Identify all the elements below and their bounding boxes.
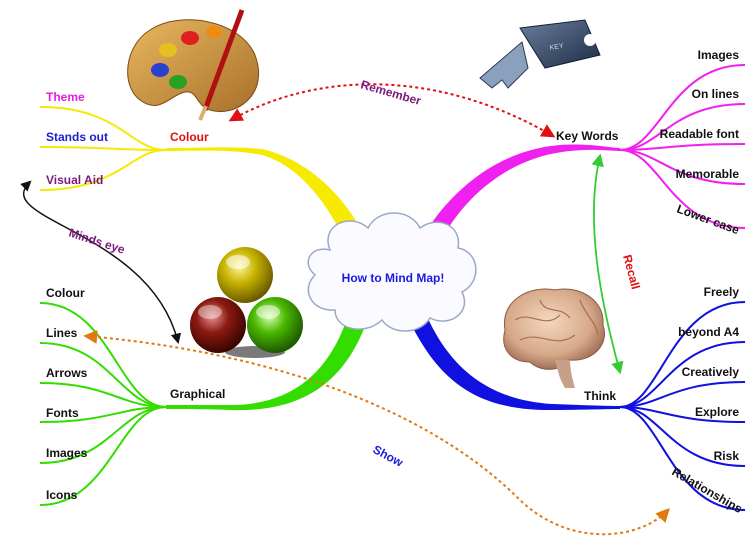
leaf-on-lines: On lines — [692, 87, 740, 101]
center-cloud — [307, 212, 477, 332]
leaf-theme: Theme — [46, 90, 85, 104]
branch-colour-label: Colour — [170, 130, 209, 144]
paint-palette-icon — [127, 9, 260, 121]
leaf-icons: Icons — [46, 488, 78, 502]
leaf-stands-out: Stands out — [46, 130, 108, 144]
connector-show-label: Show — [371, 442, 406, 470]
leaf-lower-case: Lower case — [675, 202, 742, 238]
leaf-risk: Risk — [714, 449, 740, 463]
branch-think-label: Think — [584, 389, 616, 403]
leaf-arrows: Arrows — [46, 366, 88, 380]
brain-icon — [503, 288, 605, 388]
leaf-explore: Explore — [695, 405, 739, 419]
spheres-icon — [190, 247, 303, 358]
leaf-lines: Lines — [46, 326, 78, 340]
leaf-colour-gr: Colour — [46, 286, 85, 300]
leaf-fonts: Fonts — [46, 406, 79, 420]
key-tag-text: KEY — [549, 43, 564, 52]
branch-keywords-label: Key Words — [556, 129, 619, 143]
key-icon: KEY — [479, 19, 601, 89]
leaf-images-gr: Images — [46, 446, 88, 460]
branch-graphical-label: Graphical — [170, 387, 225, 401]
leaf-memorable: Memorable — [676, 167, 740, 181]
connector-show — [83, 329, 670, 536]
connector-minds-eye — [20, 180, 182, 345]
leaf-relationships: Relationships — [670, 464, 745, 516]
connector-recall-label: Recall — [620, 253, 643, 291]
leaf-beyond-a4: beyond A4 — [678, 325, 739, 339]
connector-remember-label: Remember — [359, 77, 423, 108]
leaf-creatively: Creatively — [682, 365, 740, 379]
leaf-freely: Freely — [704, 285, 740, 299]
center-title: How to Mind Map! — [342, 271, 445, 285]
leaf-images-kw: Images — [698, 48, 740, 62]
connector-minds-eye-label: Minds eye — [67, 226, 127, 257]
leaf-visual-aid: Visual Aid — [46, 173, 103, 187]
leaf-readable-font: Readable font — [660, 127, 739, 141]
connector-remember — [228, 83, 556, 138]
